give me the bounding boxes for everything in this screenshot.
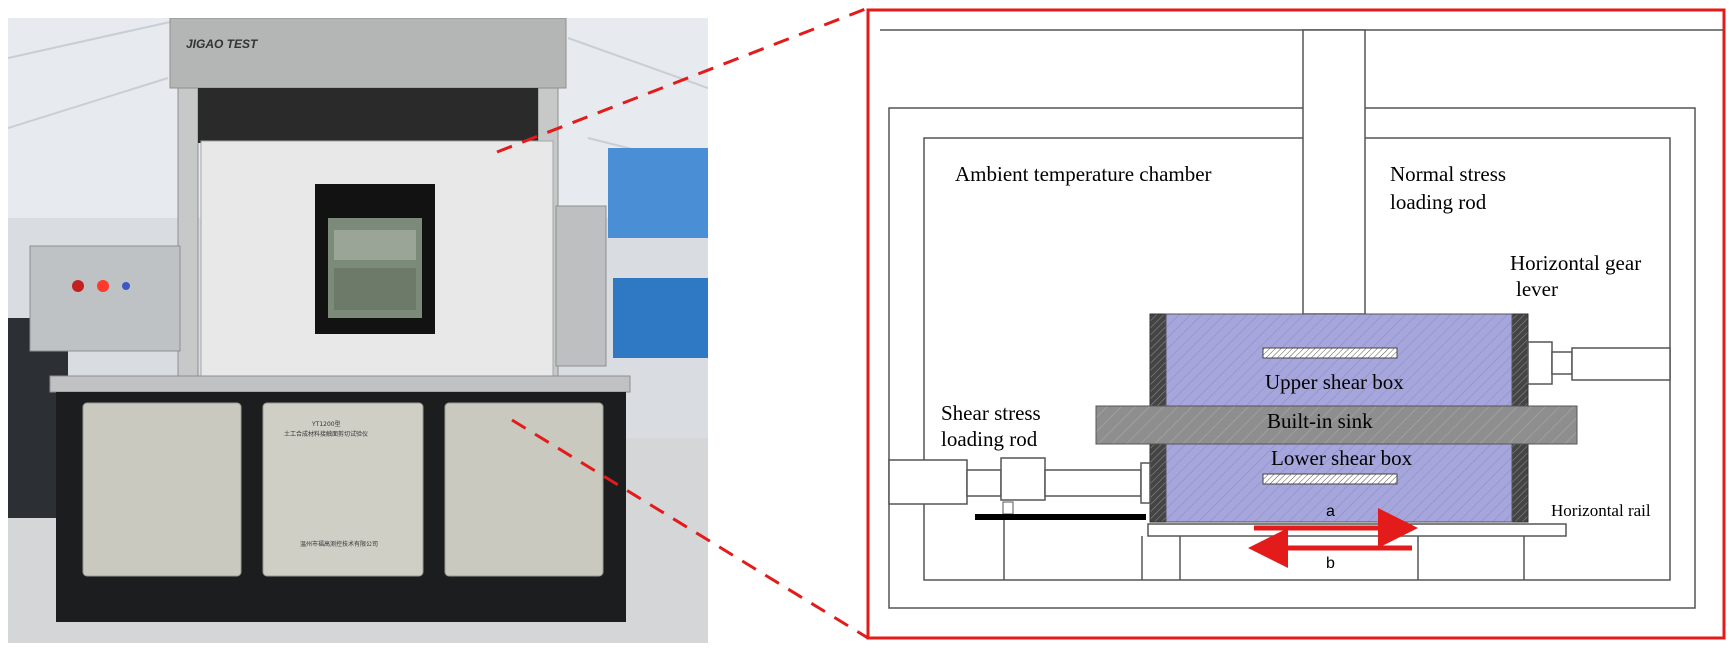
- built-in-sink: [1095, 405, 1578, 445]
- upper-shear-box: [1165, 313, 1513, 407]
- shear-rod-base: [975, 514, 1146, 520]
- horizontal-gear-lever: [1571, 347, 1671, 381]
- shear-rod-housing: [888, 459, 968, 505]
- window-pane: [608, 148, 708, 238]
- shear-box-right-wall: [1511, 313, 1529, 523]
- label-ambient-chamber: Ambient temperature chamber: [955, 162, 1212, 186]
- cabinet-door: [82, 402, 242, 577]
- label-gear-lever-1: Horizontal gear: [1510, 251, 1641, 275]
- indicator-light-icon: [97, 280, 109, 292]
- indicator-light-icon: [72, 280, 84, 292]
- label-normal-rod-2: loading rod: [1390, 190, 1487, 214]
- top-crosshead: [169, 18, 567, 89]
- label-arrow-b: b: [1326, 555, 1335, 572]
- lower-shear-box: [1165, 443, 1513, 523]
- brand-label: JIGAO TEST: [186, 37, 259, 51]
- label-lower-box: Lower shear box: [1271, 446, 1413, 470]
- lower-screw-bar: [1262, 473, 1398, 485]
- cabinet-door: [444, 402, 604, 577]
- shear-rod-coupler: [1000, 457, 1046, 501]
- normal-stress-rod: [1302, 29, 1366, 315]
- nameplate-title: 土工合成材料接触面剪切试验仪: [284, 430, 368, 438]
- apparatus-photo: JIGAO TEST YT1200型 土工合成材料接触面剪切试验仪 温州市福高测…: [8, 18, 708, 643]
- outer-housing: [888, 107, 1696, 609]
- label-sink: Built-in sink: [1267, 409, 1373, 433]
- label-shear-rod-1: Shear stress: [941, 401, 1041, 425]
- shear-stress-rod: [1044, 469, 1142, 497]
- upper-screw-bar: [1262, 347, 1398, 359]
- gear-lever-joint: [1527, 341, 1553, 385]
- label-arrow-a: a: [1326, 503, 1335, 520]
- nameplate-maker: 温州市福高测控技术有限公司: [300, 540, 378, 548]
- zoom-frame: [866, 8, 1726, 640]
- ambient-chamber: [923, 137, 1671, 581]
- label-shear-rod-2: loading rod: [941, 427, 1038, 451]
- label-horizontal-rail: Horizontal rail: [1551, 501, 1651, 520]
- cabinet-door: [262, 402, 424, 577]
- horizontal-rail: [1147, 523, 1567, 537]
- nameplate-model: YT1200型: [311, 420, 341, 428]
- label-upper-box: Upper shear box: [1265, 370, 1404, 394]
- indicator-light-icon: [122, 282, 130, 290]
- label-normal-rod-1: Normal stress: [1390, 162, 1506, 186]
- label-gear-lever-2: lever: [1516, 277, 1558, 301]
- shear-box-left-wall: [1149, 313, 1167, 523]
- control-box: [29, 245, 181, 352]
- bottom-supports: [1003, 520, 1525, 580]
